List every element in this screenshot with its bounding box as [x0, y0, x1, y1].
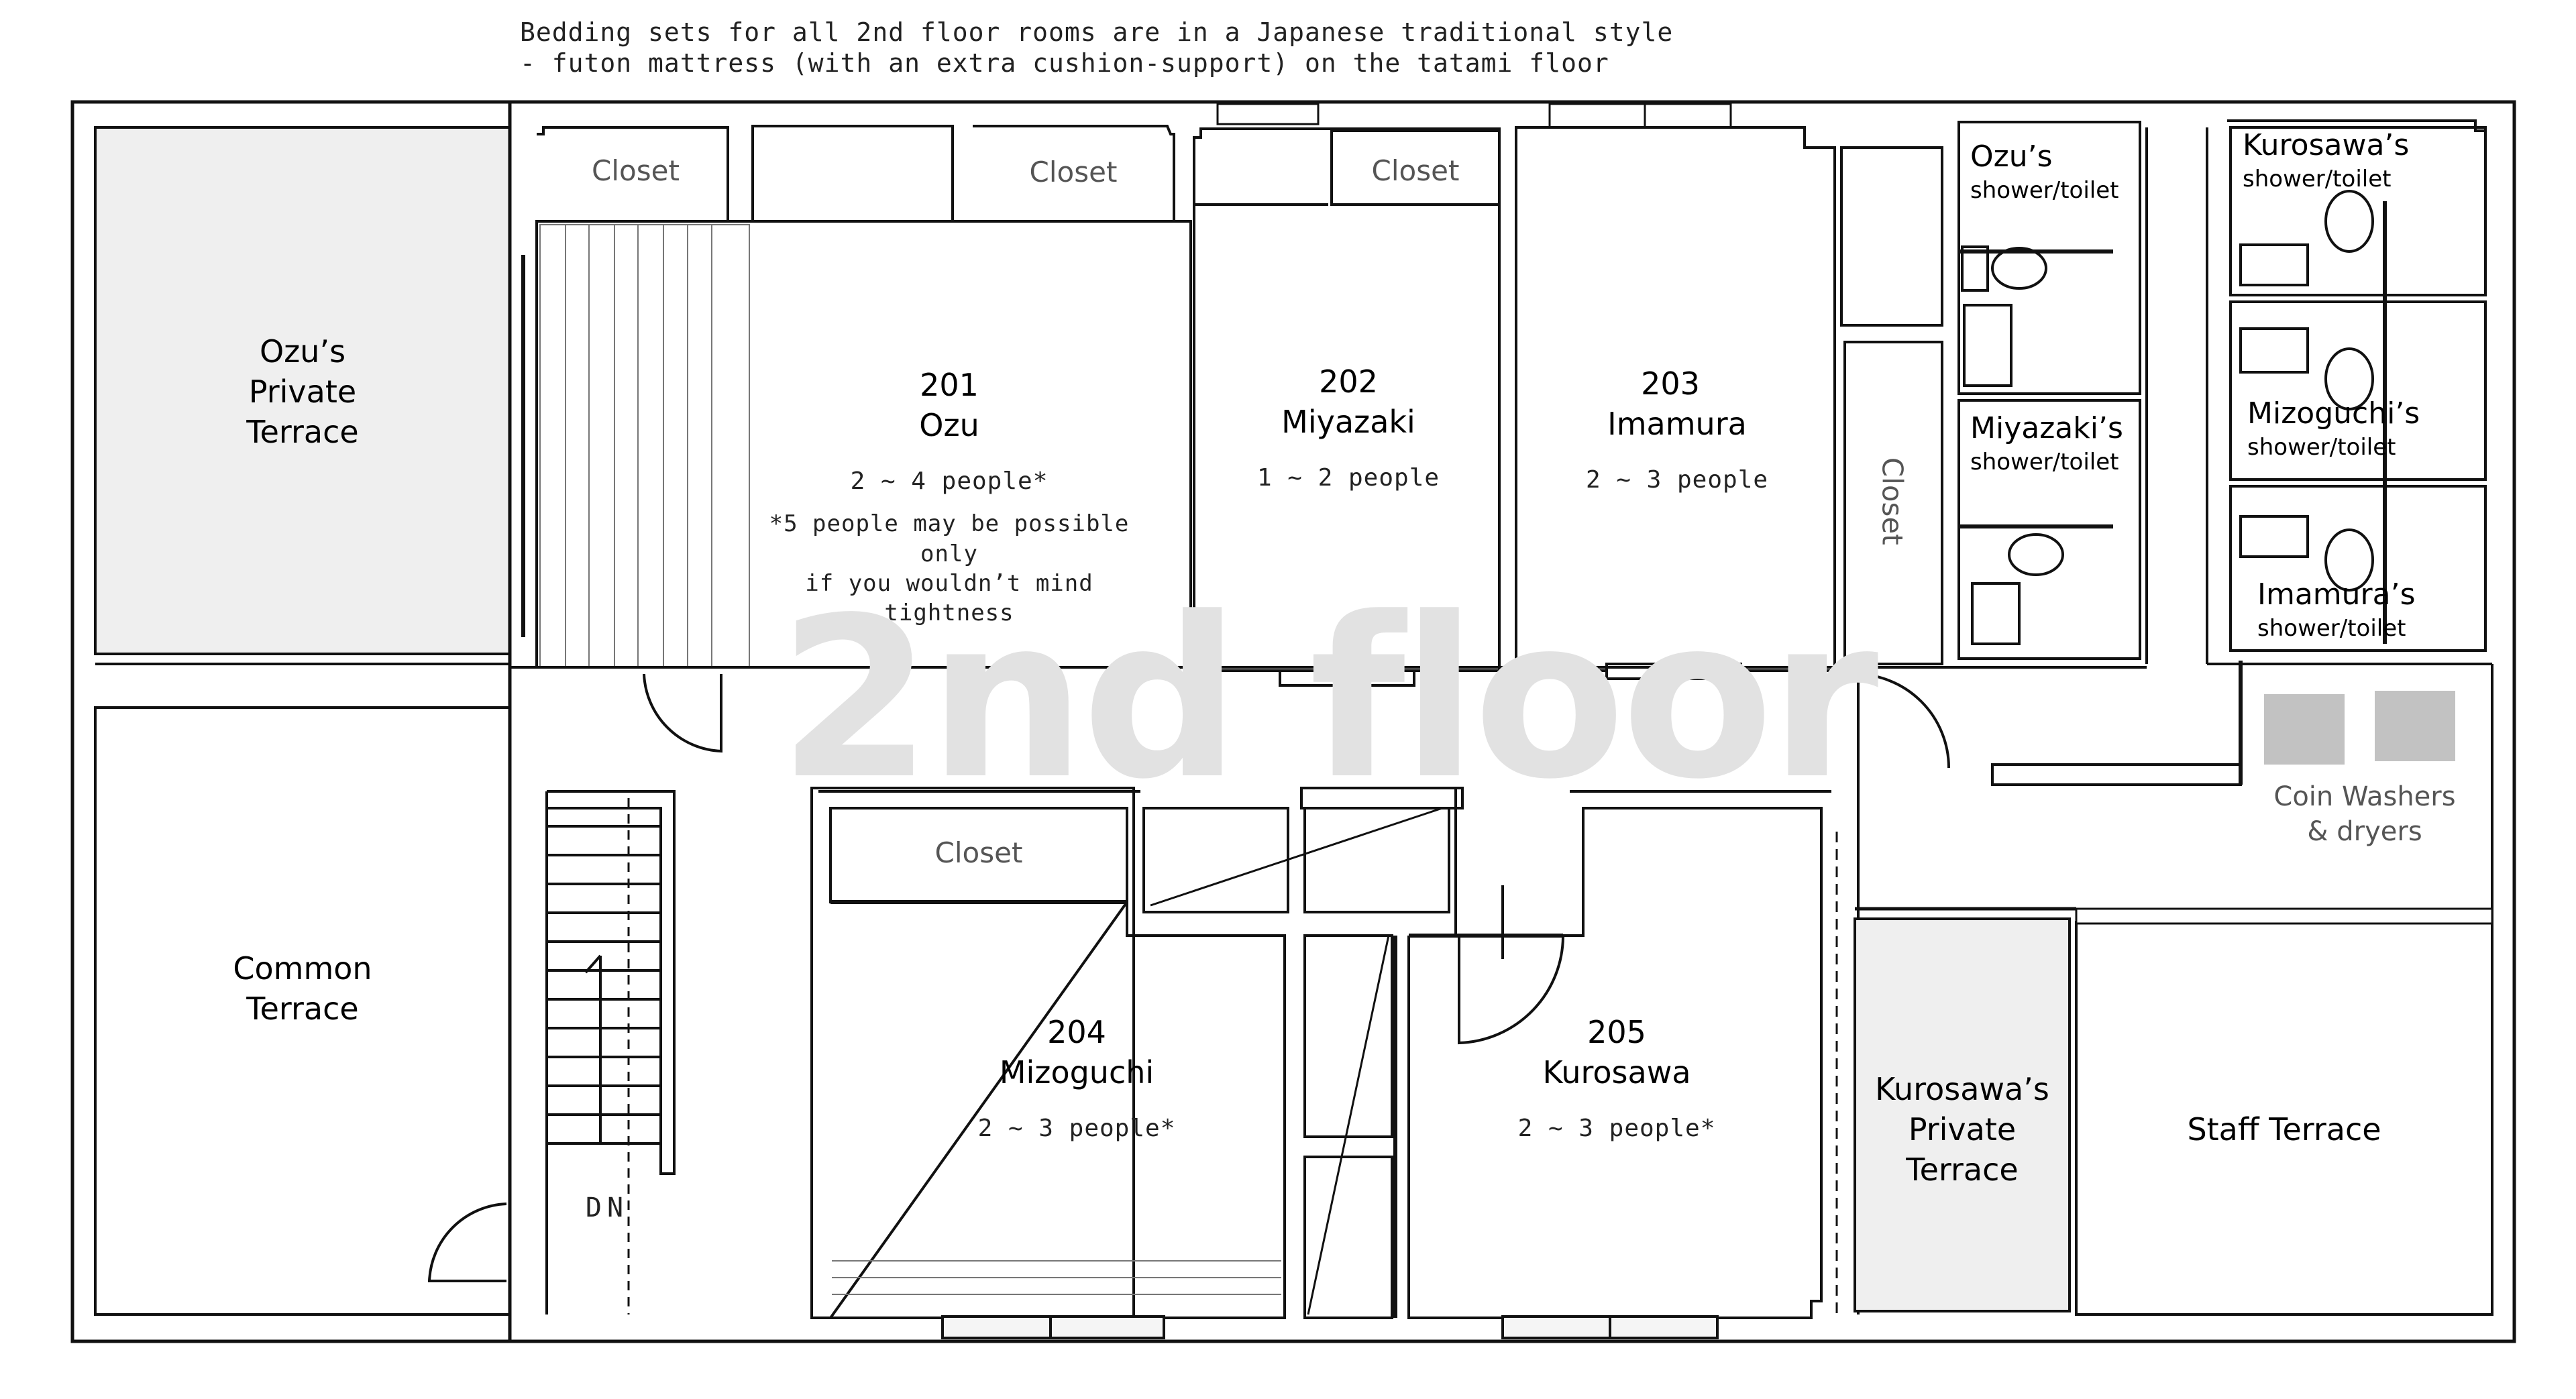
- kurosawa-private-terrace-area: [1854, 917, 2071, 1312]
- stairs-down-label: DN: [585, 1192, 629, 1223]
- closet-vertical-right-of-203: [1843, 341, 1943, 665]
- tatami-mats: [539, 224, 750, 668]
- bathroom-miyazaki: Miyazaki’s shower/toilet: [1970, 411, 2123, 476]
- door-swing-service: [1854, 673, 1950, 769]
- kurosawa-private-terrace-label: Kurosawa’s Private Terrace: [1875, 1071, 2049, 1188]
- bathroom-mizoguchi: Mizoguchi’s shower/toilet: [2247, 396, 2420, 461]
- room-202-walls: [1193, 127, 1501, 687]
- coin-laundry-label: Coin Washers & dryers: [2273, 781, 2456, 847]
- floor-watermark: 2nd floor: [778, 570, 1879, 828]
- door-swing-205: [1458, 935, 1564, 1045]
- washer-unit-1: [2264, 694, 2345, 765]
- bedding-note-line-2: - futon mattress (with an extra cushion-…: [520, 48, 1609, 78]
- room-201-footnote-2: if you wouldn’t mind tightness: [805, 569, 1093, 626]
- bathroom-block-right: [2206, 119, 2487, 664]
- room-205-walls: [1407, 788, 1823, 1339]
- staff-terrace-label: Staff Terrace: [2187, 1111, 2381, 1148]
- room-202-name: Miyazaki: [1281, 403, 1415, 440]
- room-203-capacity: 2 ~ 3 people: [1585, 465, 1769, 494]
- closet-label-204: Closet: [934, 836, 1023, 869]
- room-201-name: Ozu: [919, 406, 979, 443]
- room-201-footnote-1: *5 people may be possible only: [769, 510, 1130, 567]
- room-204-name: Mizoguchi: [999, 1054, 1155, 1090]
- room-201-capacity: 2 ~ 4 people*: [850, 467, 1049, 495]
- washer-unit-2: [2375, 691, 2455, 761]
- room-201-number: 201: [920, 367, 979, 403]
- ozu-private-terrace-area: [94, 126, 511, 655]
- room-201[interactable]: 201 Ozu 2 ~ 4 people* *5 people may be p…: [748, 366, 1150, 628]
- staff-terrace-area: [2075, 921, 2493, 1316]
- closet-upper-right-of-203: [1840, 146, 1943, 327]
- room-205-number: 205: [1587, 1014, 1646, 1050]
- closet-label-202: Closet: [1371, 154, 1460, 187]
- room-204-number: 204: [1047, 1014, 1106, 1050]
- bedding-note-line-1: Bedding sets for all 2nd floor rooms are…: [520, 17, 1674, 47]
- stairs: [547, 790, 676, 1314]
- closet-label-201-right: Closet: [1029, 156, 1118, 188]
- door-swing-common-terrace: [427, 1202, 507, 1282]
- room-202[interactable]: 202 Miyazaki 1 ~ 2 people: [1201, 362, 1496, 494]
- room-204[interactable]: 204 Mizoguchi 2 ~ 3 people*: [939, 1013, 1214, 1144]
- common-terrace-area: [94, 706, 511, 1316]
- room-204-walls: [810, 787, 1286, 1339]
- bathroom-imamura: Imamura’s shower/toilet: [2257, 577, 2416, 642]
- room-202-capacity: 1 ~ 2 people: [1256, 463, 1440, 492]
- room-203[interactable]: 203 Imamura 2 ~ 3 people: [1519, 364, 1835, 496]
- common-terrace-label: Common Terrace: [233, 950, 372, 1027]
- storage-shafts: [1142, 787, 1464, 1319]
- closet-label-vertical: Closet: [1876, 457, 1909, 545]
- door-swing-201: [643, 673, 722, 753]
- room-203-name: Imamura: [1607, 405, 1747, 442]
- closet-label-201-left: Closet: [592, 154, 680, 187]
- building-outline: [70, 100, 2516, 1343]
- room-204-capacity: 2 ~ 3 people*: [977, 1114, 1176, 1142]
- ozu-private-terrace-label: Ozu’s Private Terrace: [246, 333, 359, 450]
- bathroom-ozu: Ozu’s shower/toilet: [1970, 139, 2119, 205]
- bathroom-block-left: [1957, 121, 2148, 664]
- room-202-number: 202: [1319, 363, 1378, 400]
- room-205-capacity: 2 ~ 3 people*: [1517, 1114, 1716, 1142]
- bathroom-kurosawa: Kurosawa’s shower/toilet: [2243, 128, 2410, 193]
- room-203-number: 203: [1641, 366, 1700, 402]
- room-205-name: Kurosawa: [1542, 1054, 1691, 1090]
- room-205[interactable]: 205 Kurosawa 2 ~ 3 people*: [1476, 1013, 1758, 1144]
